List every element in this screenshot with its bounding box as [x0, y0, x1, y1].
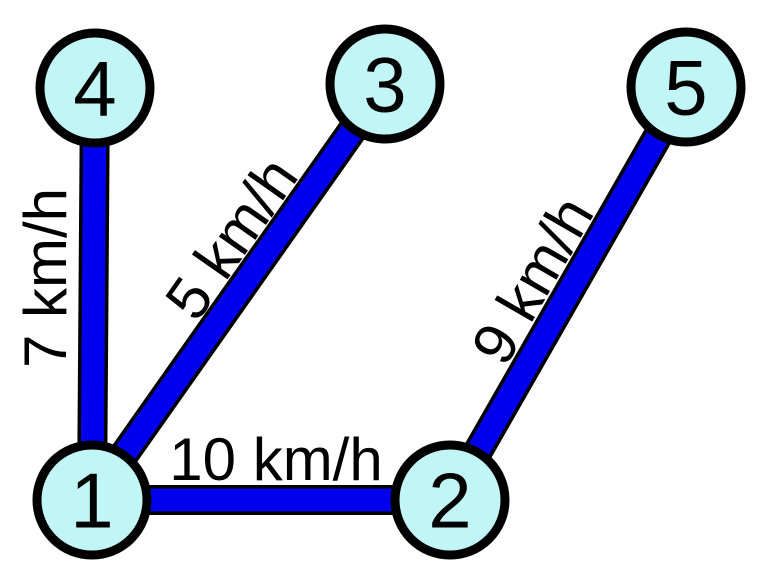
node-4-label: 4 [73, 44, 116, 132]
edge-2-5-line [440, 81, 696, 506]
edge-label-7kmh: 7 km/h [12, 188, 79, 368]
edge-4-1-line [80, 87, 107, 501]
node-5: 5 [626, 27, 746, 147]
node-1-label: 1 [70, 456, 113, 544]
edge-label-10kmh: 10 km/h [169, 426, 382, 493]
node-1: 1 [32, 440, 152, 560]
edge-1-3-line [82, 77, 395, 507]
node-5-label: 5 [664, 43, 707, 131]
node-3: 3 [325, 24, 445, 144]
node-2-label: 2 [428, 456, 471, 544]
node-2: 2 [390, 440, 510, 560]
node-2-circle [390, 440, 510, 560]
edge-4-1 [77, 87, 110, 501]
edge-1-3 [79, 75, 398, 509]
node-4: 4 [35, 28, 155, 148]
edge-2-5 [436, 79, 700, 508]
node-3-circle [325, 24, 445, 144]
node-3-label: 3 [363, 40, 406, 128]
node-1-circle [32, 440, 152, 560]
node-4-circle [35, 28, 155, 148]
node-5-circle [626, 27, 746, 147]
